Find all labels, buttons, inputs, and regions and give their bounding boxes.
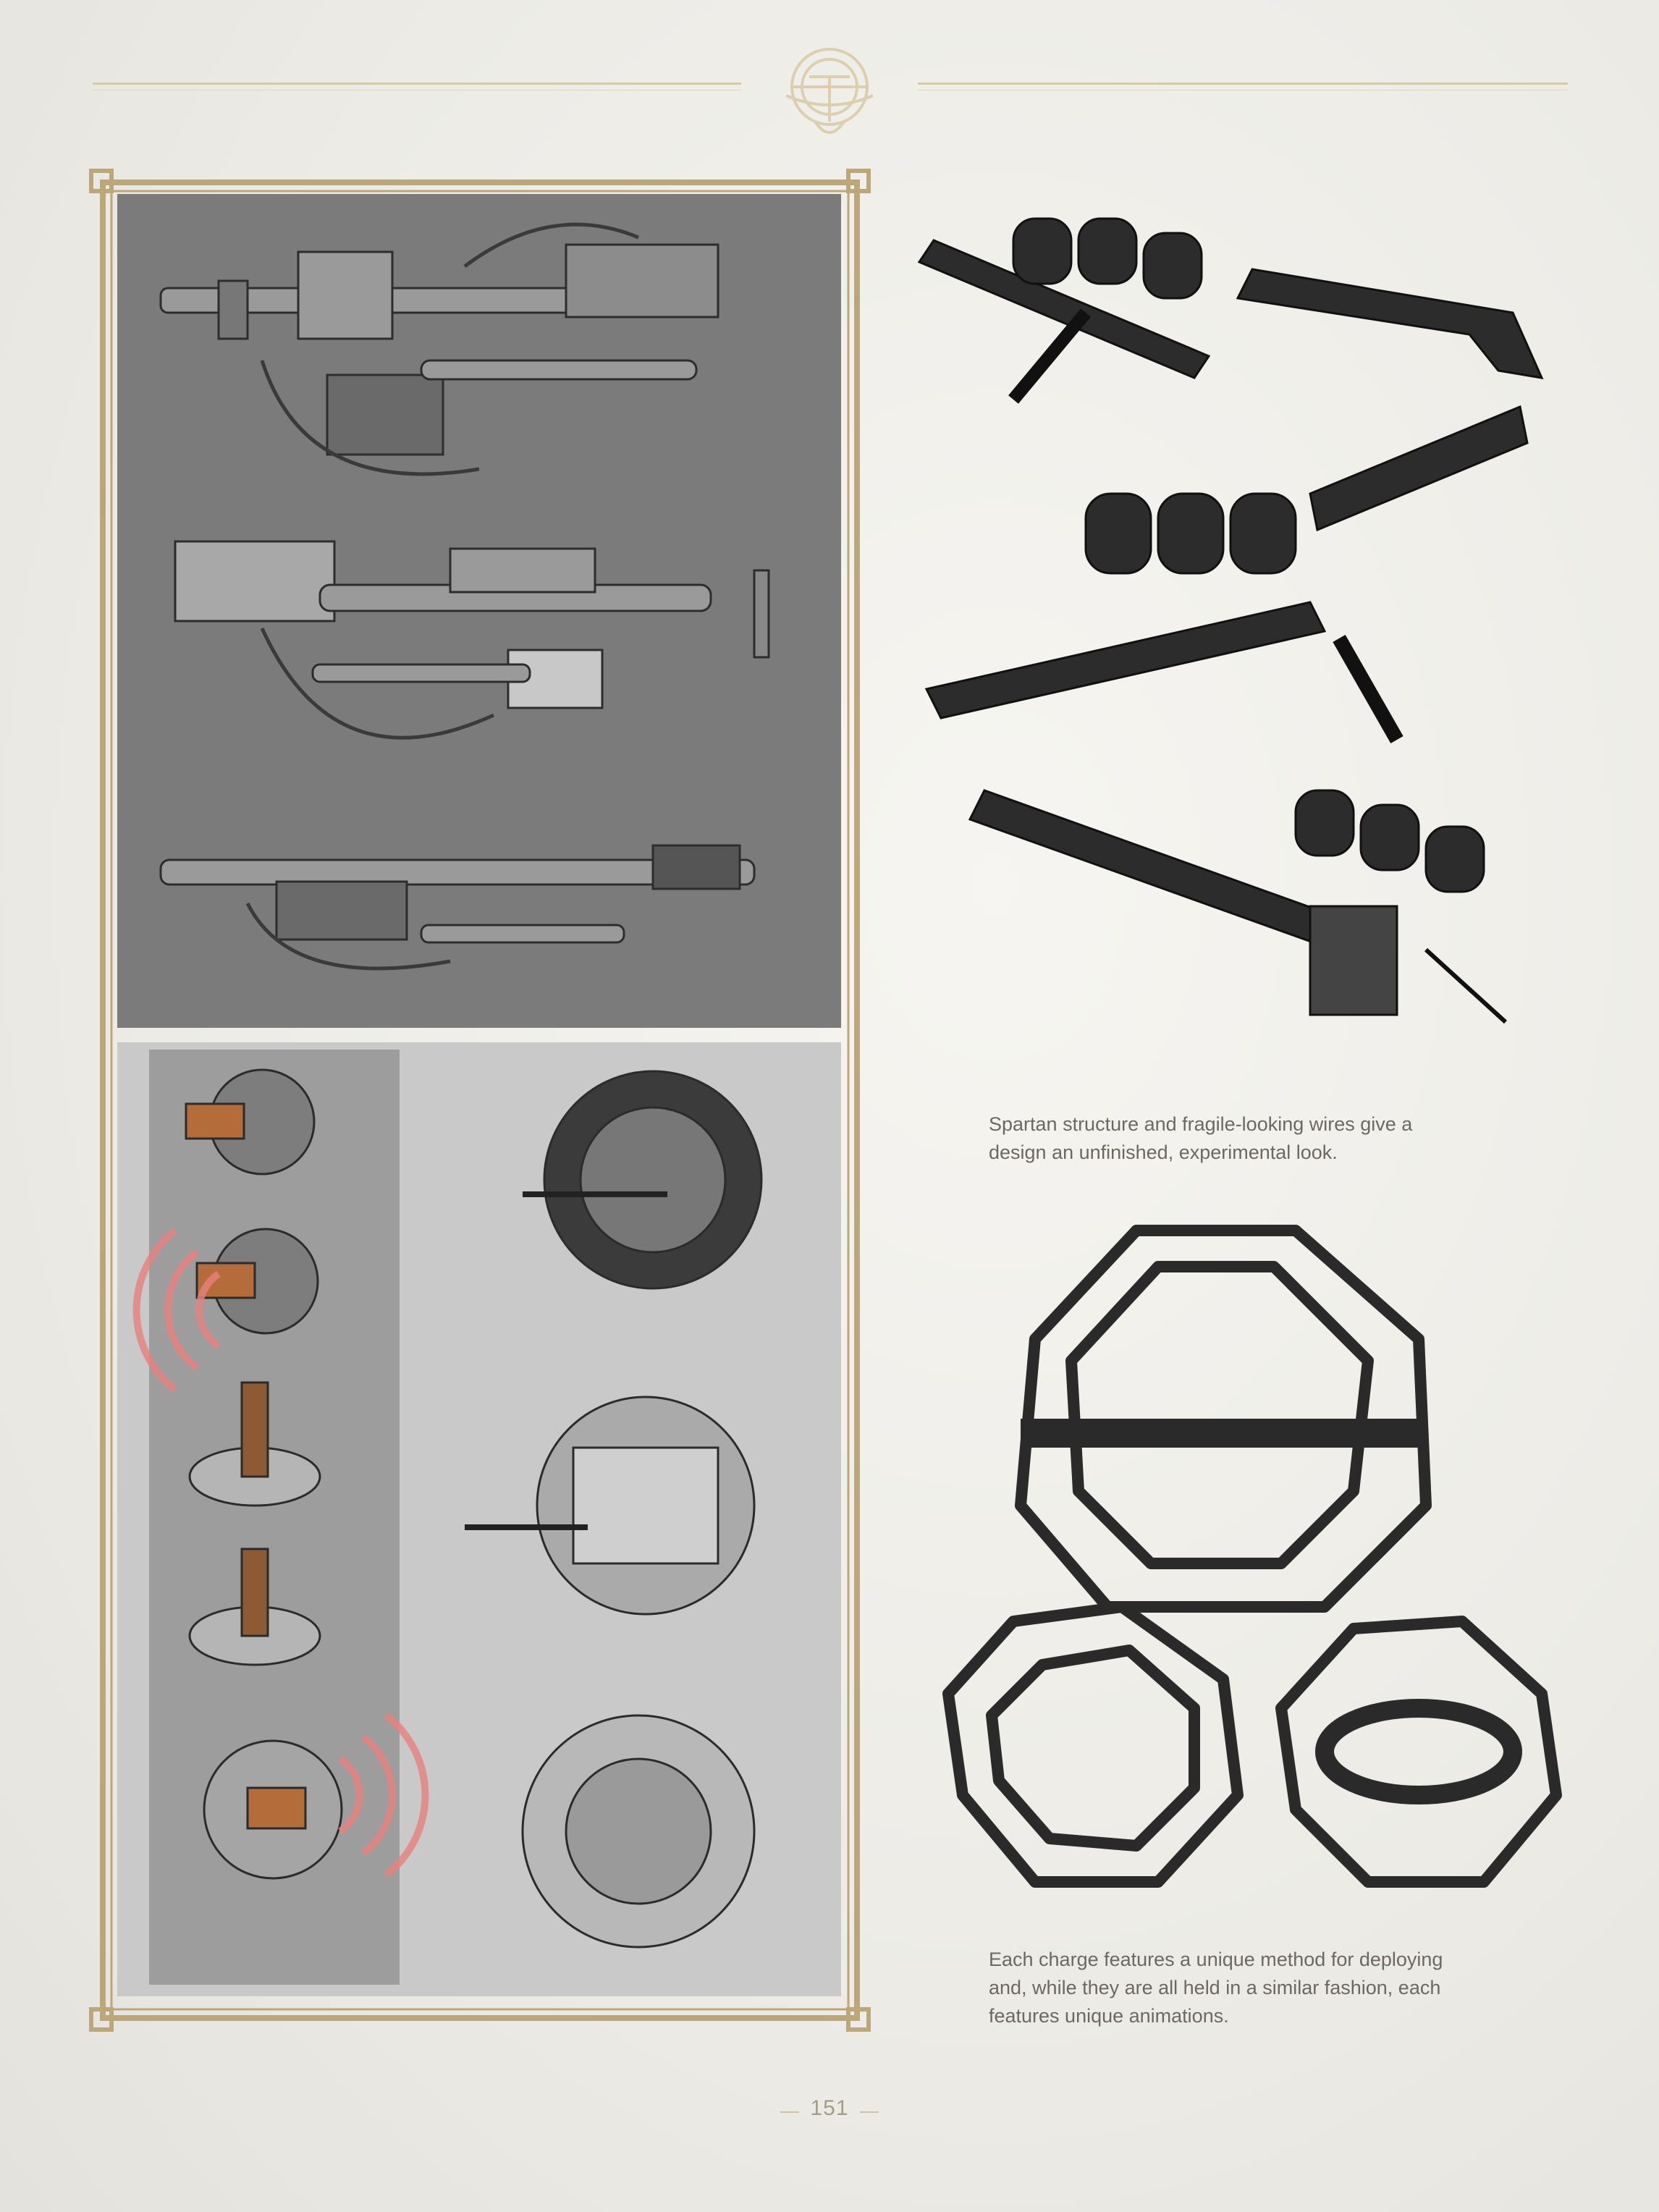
ornamental-frame — [89, 169, 871, 2032]
caption-top: Spartan structure and fragile-looking wi… — [989, 1110, 1568, 1167]
charge-renders — [132, 1068, 763, 1949]
black-weapon-renders — [917, 217, 1544, 1024]
emblem-icon — [785, 48, 874, 134]
caption-bottom-line-1: Each charge features a unique method for… — [989, 1949, 1443, 1970]
folio-dash-left — [780, 2111, 799, 2113]
cage-charge-renders — [942, 1225, 1562, 1888]
weapon-renders — [159, 222, 770, 971]
caption-top-line-1: Spartan structure and fragile-looking wi… — [989, 1113, 1413, 1135]
caption-bottom-line-2: and, while they are all held in a simila… — [989, 1977, 1441, 1998]
header-rule-right — [918, 83, 1568, 85]
caption-bottom: Each charge features a unique method for… — [989, 1946, 1582, 2030]
folio-dash-right — [860, 2111, 879, 2113]
header-rule-left — [93, 83, 741, 85]
caption-top-line-2: design an unfinished, experimental look. — [989, 1141, 1338, 1163]
caption-bottom-line-3: features unique animations. — [989, 2005, 1229, 2027]
page-number: 151 — [810, 2096, 849, 2120]
